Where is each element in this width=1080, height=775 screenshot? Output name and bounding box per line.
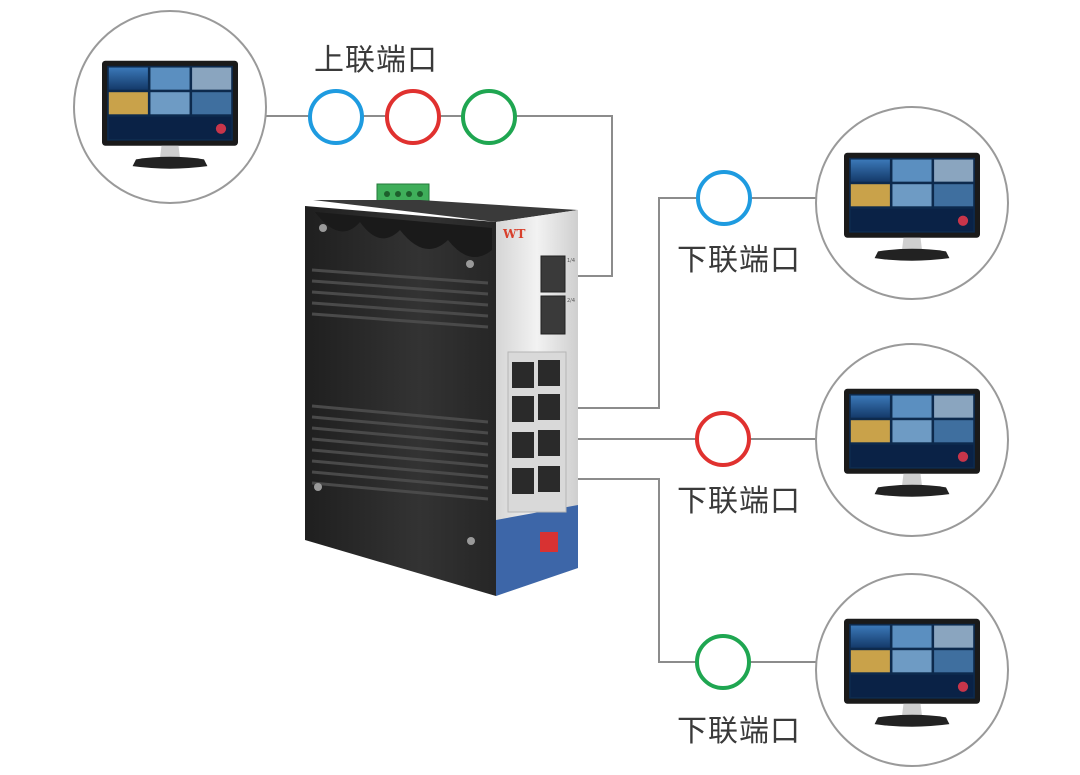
downlink-ring-green <box>695 634 751 690</box>
uplink-ring-red <box>385 89 441 145</box>
downlink-ring-blue <box>696 170 752 226</box>
brand-logo: WT <box>502 227 525 241</box>
rj45-port <box>512 396 534 422</box>
sfp-label-1: 1/4 <box>567 258 575 264</box>
rj45-port <box>538 430 560 456</box>
dip-switch <box>540 532 558 552</box>
downlink-ring-red <box>695 411 751 467</box>
downlink-monitor-node-2 <box>815 343 1009 537</box>
uplink-ring-green <box>461 89 517 145</box>
downlink-port-label-3: 下联端口 <box>677 714 801 749</box>
downlink-port-label-2: 下联端口 <box>677 484 801 519</box>
sfp-port-2 <box>540 295 566 335</box>
rj45-port <box>538 394 560 420</box>
rj45-port <box>538 360 560 386</box>
rj45-port <box>512 468 534 494</box>
sfp-port-1 <box>540 255 566 293</box>
downlink-monitor-node-3 <box>815 573 1009 767</box>
downlink-monitor-node-1 <box>815 106 1009 300</box>
rj45-port <box>538 466 560 492</box>
downlink-line-1 <box>573 197 820 409</box>
rj45-port <box>512 362 534 388</box>
uplink-port-indicators <box>308 89 517 145</box>
rj45-port <box>512 432 534 458</box>
uplink-port-label: 上联端口 <box>314 43 438 78</box>
uplink-monitor-node <box>73 10 267 204</box>
downlink-port-label-1: 下联端口 <box>677 243 801 278</box>
sfp-label-2: 2/4 <box>567 298 575 304</box>
industrial-switch: WT 1/4 2/4 <box>305 183 578 596</box>
uplink-ring-blue <box>308 89 364 145</box>
